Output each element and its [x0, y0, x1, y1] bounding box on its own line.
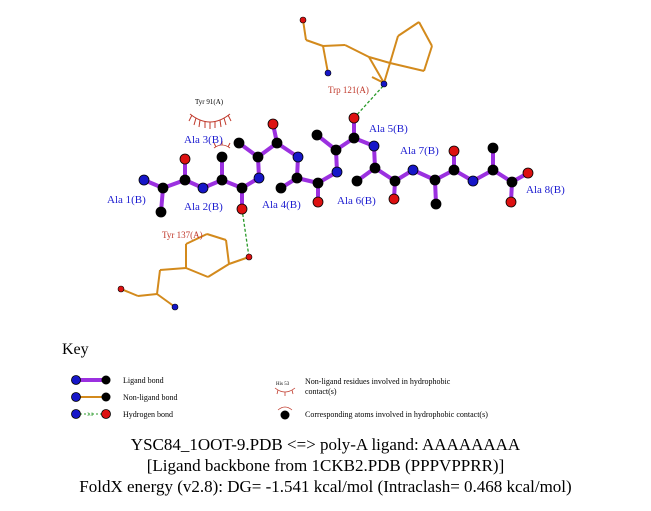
hydrophobic-arcs [188, 113, 232, 149]
key-hydrophobic-residue-example: His 53 [276, 382, 290, 387]
key-title: Key [62, 341, 89, 358]
key-hydrogen-bond-label: Hydrogen bond [123, 410, 173, 419]
ligand-atoms [138, 112, 534, 218]
residue-label-ala1: Ala 1(B) [107, 194, 146, 206]
residue-label-ala7: Ala 7(B) [400, 145, 439, 157]
key-hydrophobic-residues-line2: contact(s) [305, 387, 337, 396]
ligand-bonds [142, 116, 530, 214]
hydrogen-bonds [241, 84, 385, 258]
caption-line-1: YSC84_1OOT-9.PDB <=> poly-A ligand: AAAA… [130, 435, 521, 454]
key-hbond-distance: 3.0 [87, 413, 94, 418]
residue-label-trp121: Trp 121(A) [328, 85, 369, 95]
interaction-diagram: Ala 1(B) Ala 2(B) Ala 3(B) Ala 4(B) Ala … [71, 16, 565, 420]
key-hydrophobic-atoms-label: Corresponding atoms involved in hydropho… [305, 410, 488, 419]
key-ligand-bond-label: Ligand bond [123, 376, 164, 385]
residue-label-ala5: Ala 5(B) [369, 123, 408, 135]
nonligand-bonds [120, 19, 433, 308]
caption-line-3: FoldX energy (v2.8): DG= -1.541 kcal/mol… [79, 477, 572, 496]
residue-label-ala8: Ala 8(B) [526, 184, 565, 196]
caption-line-2: [Ligand backbone from 1CKB2.PDB (PPPVPPR… [146, 456, 505, 475]
residue-label-ala4: Ala 4(B) [262, 199, 301, 211]
key-legend: Ligand bond Non-ligand bond 3.0 Hydrogen… [71, 375, 488, 420]
residue-label-tyr137: Tyr 137(A) [162, 230, 203, 240]
key-hydrophobic-residues-line1: Non-ligand residues involved in hydropho… [305, 377, 451, 386]
residue-label-ala2: Ala 2(B) [184, 201, 223, 213]
nonligand-atoms [117, 16, 388, 311]
residue-label-ala3: Ala 3(B) [184, 134, 223, 146]
key-nonligand-bond-label: Non-ligand bond [123, 393, 177, 402]
residue-label-ala6: Ala 6(B) [337, 195, 376, 207]
residue-label-tyr91: Tyr 91(A) [195, 98, 224, 106]
